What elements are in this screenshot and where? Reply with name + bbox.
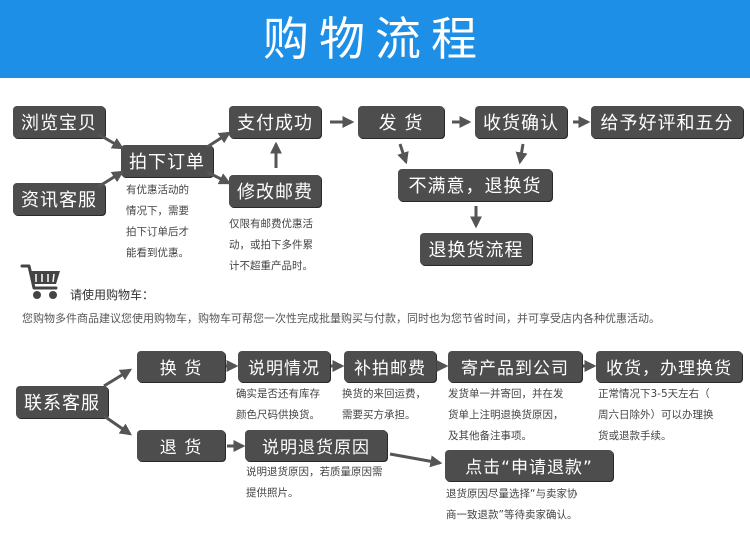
step-apply-refund: 点击“申请退款” [445, 450, 613, 481]
step-ship: 发 货 [358, 106, 444, 138]
step-explain-reason: 说明退货原因 [245, 430, 387, 461]
order-note: 有优惠活动的 情况下，需要 拍下订单后才 能看到优惠。 [126, 184, 189, 259]
step-explain: 说明情况 [238, 351, 330, 382]
page-title: 购物流程 [263, 12, 487, 66]
arrow-ship-to-unsatisfied [397, 143, 409, 165]
step-return-flow: 退换货流程 [420, 233, 532, 265]
page-header: 购物流程 [0, 0, 750, 78]
step-unsatisfied: 不满意，退换货 [398, 169, 552, 201]
arrow-order-to-modify [206, 170, 232, 185]
arrow-reason-to-apply [389, 452, 443, 468]
step-order: 拍下订单 [121, 145, 213, 177]
cart-tip-title: 请使用购物车： [70, 288, 155, 302]
step-review: 给予好评和五分 [591, 106, 743, 138]
arrow-contact-to-refund [103, 414, 132, 436]
step-confirm: 收货确认 [475, 106, 567, 138]
step-repost-postage: 补拍邮费 [344, 351, 436, 382]
step-receive-exchange: 收货，办理换货 [596, 351, 742, 382]
arrow-consult-to-order [97, 170, 125, 189]
receive-note: 正常情况下3-5天左右（ 周六日除外）可以办理换 货或退款手续。 [598, 388, 714, 442]
cart-tip-body: 您购物多件商品建议您使用购物车，购物车可帮您一次性完成批量购买与付款，同时也为您… [22, 312, 660, 325]
repost-note: 换货的来回运费， 需要买方承担。 [342, 388, 426, 421]
step-contact-service: 联系客服 [16, 386, 108, 418]
arrow-confirm-to-unsatisfied [515, 143, 528, 165]
apply-note: 退货原因尽量选择“与卖家协 商一致退款”等待卖家确认。 [446, 488, 578, 521]
shopping-cart-icon [20, 264, 60, 299]
reason-note: 说明退货原因，若质量原因需 提供照片。 [246, 466, 383, 499]
postage-note: 仅限有邮费优惠活 动，或拍下多件累 计不超重产品时。 [229, 218, 313, 272]
step-consult: 资讯客服 [13, 183, 105, 215]
step-send-to-company: 寄产品到公司 [448, 351, 582, 382]
step-pay: 支付成功 [229, 106, 321, 138]
step-modify-postage: 修改邮费 [229, 175, 321, 207]
arrow-browse-to-order [97, 132, 125, 150]
step-refund: 退 货 [137, 430, 225, 461]
step-browse: 浏览宝贝 [13, 106, 105, 138]
send-note: 发货单一并寄回，并在发 货单上注明退换货原因， 及其他备注事项。 [448, 388, 564, 442]
explain-note: 确实是否还有库存 颜色尺码供换货。 [236, 388, 320, 421]
step-exchange: 换 货 [137, 351, 225, 382]
arrow-contact-to-exchange [103, 368, 133, 388]
arrow-order-to-pay [206, 131, 232, 149]
